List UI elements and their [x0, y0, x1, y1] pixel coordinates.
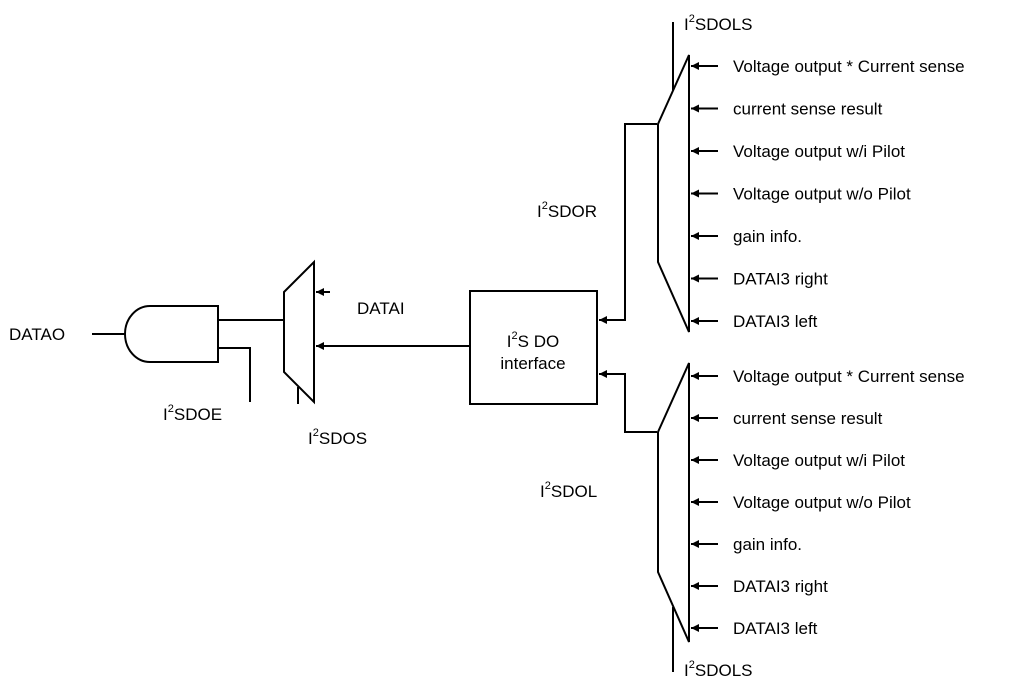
right-mux-input-label: Voltage output * Current sense: [733, 57, 965, 76]
datai-label: DATAI: [357, 299, 405, 318]
left-mux-input-label: current sense result: [733, 409, 883, 428]
i2sdoe-wire: [218, 347, 251, 402]
i2s-do-interface-block: [469, 290, 598, 405]
left-channel-mux: [657, 362, 690, 643]
left-mux-input-label: DATAI3 left: [733, 619, 818, 638]
right-mux-output-arrow: [599, 123, 657, 324]
left-mux-output-arrow: [599, 370, 657, 433]
left-mux-input-label: gain info.: [733, 535, 802, 554]
right-channel-mux: [657, 54, 690, 333]
right-mux-input-label: Voltage output w/i Pilot: [733, 142, 905, 161]
i2sdor-label: I2SDOR: [537, 200, 597, 221]
output-select-mux: [283, 259, 315, 405]
i2sdols-bottom-label: I2SDOLS: [684, 659, 753, 680]
left-mux-input-label: DATAI3 right: [733, 577, 828, 596]
interface-block-subtitle: interface: [500, 354, 565, 373]
right-mux-input-label: gain info.: [733, 227, 802, 246]
left-mux-input-label: Voltage output w/o Pilot: [733, 493, 911, 512]
right-mux-input-label: current sense result: [733, 100, 883, 119]
i2sdols-top-label: I2SDOLS: [684, 13, 753, 34]
left-mux-inputs: Voltage output * Current sense current se…: [691, 367, 965, 638]
i2sdoe-label: I2SDOE: [163, 403, 222, 424]
right-mux-input-label: Voltage output w/o Pilot: [733, 185, 911, 204]
and-gate: [124, 305, 219, 363]
interface-block-title: I2S DO: [507, 330, 559, 351]
left-mux-input-label: Voltage output w/i Pilot: [733, 451, 905, 470]
right-mux-input-label: DATAI3 right: [733, 270, 828, 289]
right-mux-input-label: DATAI3 left: [733, 312, 818, 331]
left-mux-input-label: Voltage output * Current sense: [733, 367, 965, 386]
right-mux-inputs: Voltage output * Current sense current se…: [691, 57, 965, 331]
i2sdos-label: I2SDOS: [308, 427, 367, 448]
i2sdol-label: I2SDOL: [540, 480, 597, 501]
datao-label: DATAO: [9, 325, 65, 344]
